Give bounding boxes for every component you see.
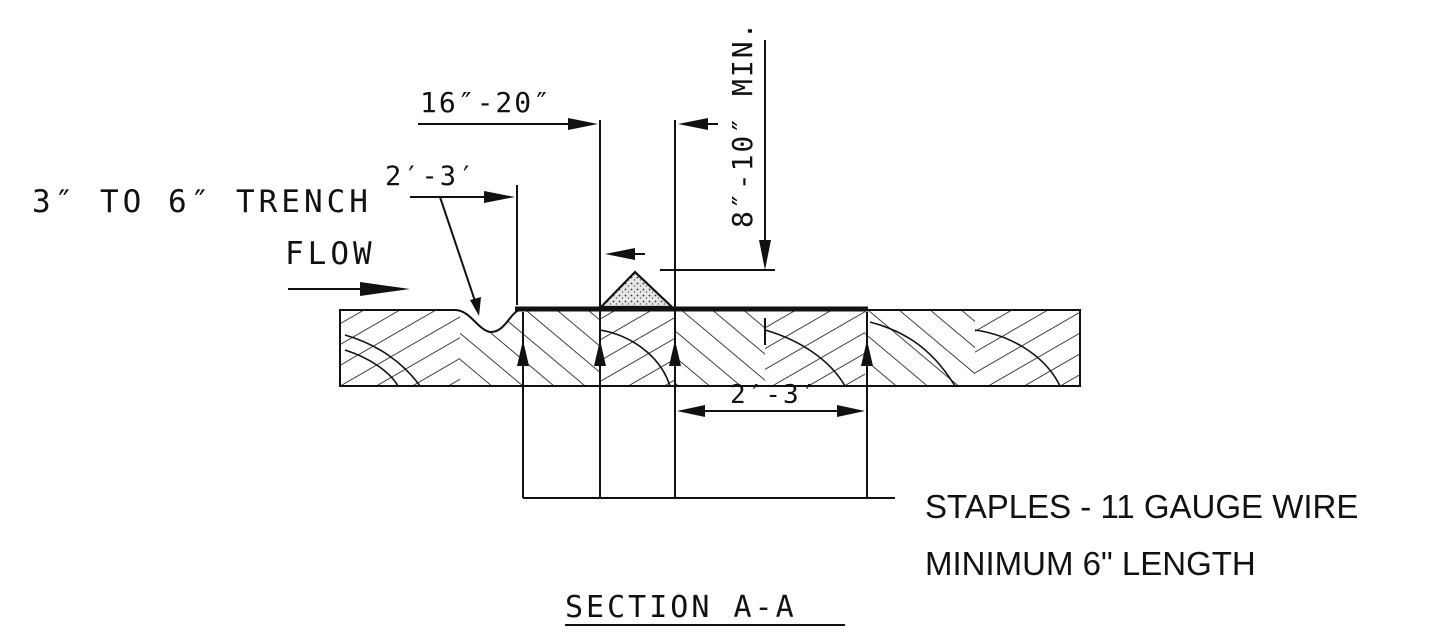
dim-8-10-lines xyxy=(660,40,775,271)
soil-section xyxy=(340,310,1080,386)
staples-note-line1: STAPLES - 11 GAUGE WIRE xyxy=(925,488,1358,525)
dim-16-20-label: 16″-20″ xyxy=(420,86,552,119)
section-title: SECTION A-A xyxy=(565,590,797,625)
dim-8-10-label: 8″-10″ MIN. xyxy=(726,21,759,228)
trench-leader xyxy=(439,196,481,316)
dim-2-3-bottom-lines xyxy=(677,405,865,417)
dim-16-20-lines xyxy=(418,118,645,260)
flow-arrow xyxy=(288,282,410,296)
dim-2-3-top-lines xyxy=(410,185,518,305)
trench-label: 3″ TO 6″ TRENCH xyxy=(32,184,372,220)
stone-berm xyxy=(598,270,675,309)
staples-note-line2: MINIMUM 6" LENGTH xyxy=(925,545,1256,582)
flow-label: FLOW xyxy=(285,236,376,272)
dim-2-3-top-label: 2′-3′ xyxy=(385,161,476,192)
staple-lines xyxy=(517,120,895,499)
dim-2-3-bottom-label: 2′-3′ xyxy=(730,380,818,410)
